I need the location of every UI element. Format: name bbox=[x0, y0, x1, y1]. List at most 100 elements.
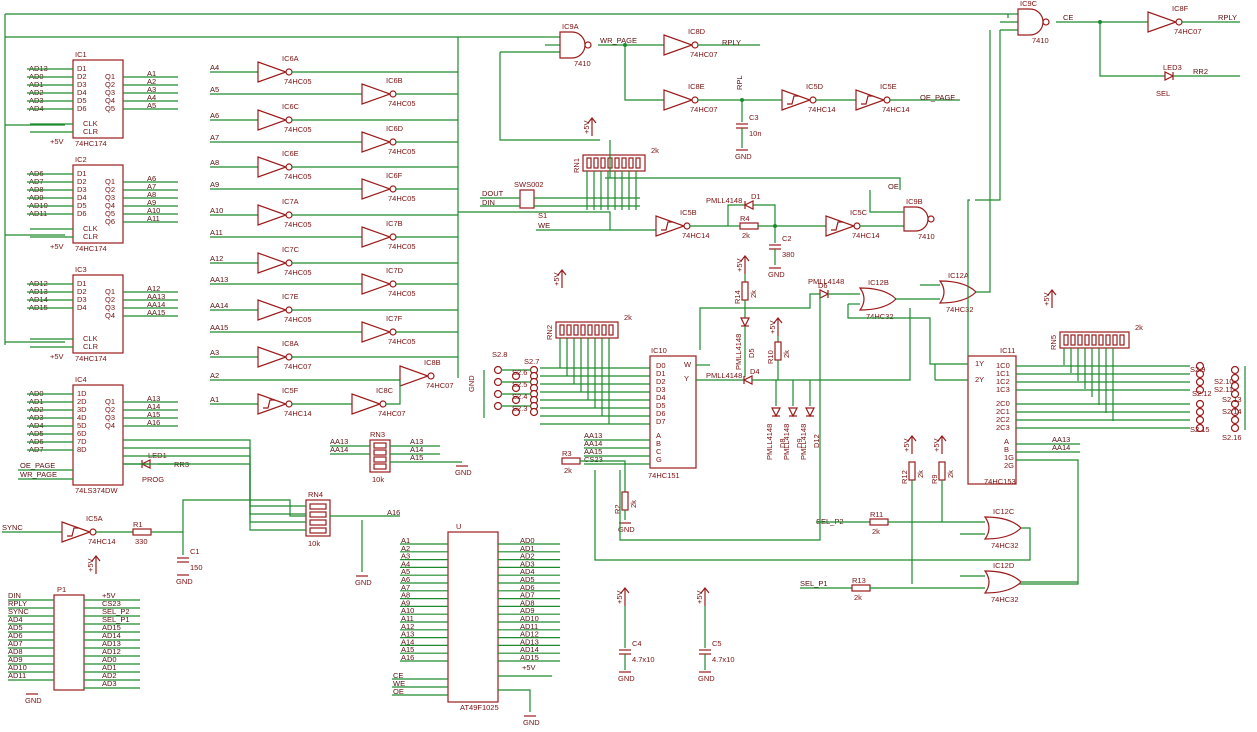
resistor-element bbox=[614, 157, 620, 169]
diode-ref: D4 bbox=[750, 367, 760, 376]
connector-body bbox=[53, 594, 85, 691]
connector-right-net: SEL_P1 bbox=[102, 615, 130, 624]
wr-page-net: WR_PAGE bbox=[20, 470, 57, 479]
resistor-network-value: 2k bbox=[1135, 323, 1143, 332]
resistor-ref: R11 bbox=[870, 510, 883, 519]
resistor-network-body bbox=[1059, 331, 1130, 349]
s2-label: S2.6 bbox=[512, 368, 527, 377]
resistor-body bbox=[938, 461, 946, 481]
dip-switch-contact bbox=[1230, 423, 1240, 433]
rom-data-net: AD3 bbox=[520, 559, 535, 568]
interconnect bbox=[182, 140, 970, 541]
capacitor-ref: C5 bbox=[712, 639, 722, 648]
connector-right-net: AD2 bbox=[102, 671, 117, 680]
pin-name: Q4 bbox=[105, 96, 115, 105]
pin-name: D4 bbox=[77, 303, 87, 312]
pin-name: D2 bbox=[656, 377, 666, 386]
gate-part: 74HC05 bbox=[284, 77, 312, 86]
chip-body bbox=[649, 355, 697, 469]
rom-data-net: AD4 bbox=[520, 567, 535, 576]
pin-name: D3 bbox=[656, 385, 666, 394]
vcc-arrow bbox=[620, 587, 630, 594]
rom-address-net: A9 bbox=[401, 598, 410, 607]
dip-switch-contact bbox=[1230, 399, 1240, 409]
ground-label: GND bbox=[735, 152, 752, 161]
gate-part: 74HC05 bbox=[388, 242, 416, 251]
pin-name: D3 bbox=[77, 80, 87, 89]
vcc-label: +5V bbox=[695, 590, 704, 604]
inverter-bubble bbox=[285, 353, 293, 361]
schmitt-mark bbox=[67, 527, 79, 537]
gate-ref: IC8D bbox=[688, 27, 706, 36]
resistor-element bbox=[587, 324, 593, 336]
inverter-bubble bbox=[285, 211, 293, 219]
capacitor-value: 150 bbox=[190, 563, 203, 572]
pin-name: 1G bbox=[1004, 453, 1014, 462]
diode-part: PMLL4148 bbox=[799, 424, 808, 460]
gate-part: 74HC32 bbox=[991, 595, 1019, 604]
pin-name: D4 bbox=[77, 88, 87, 97]
pin-name: 8D bbox=[77, 445, 87, 454]
gate-ref: IC5B bbox=[680, 208, 697, 217]
ic10-input-net: AA15 bbox=[584, 447, 602, 456]
dip-switch-contact bbox=[511, 407, 521, 417]
inverter-input-net: A11 bbox=[210, 228, 223, 237]
dip-switch-contact bbox=[1195, 399, 1205, 409]
output-net: A8 bbox=[147, 190, 156, 199]
connector-right-net: AD1 bbox=[102, 663, 117, 672]
pin-name: 2G bbox=[1004, 461, 1014, 470]
dip-switch-contact bbox=[1195, 361, 1205, 371]
inverter-input-net: A5 bbox=[210, 85, 219, 94]
output-net: A14 bbox=[147, 402, 160, 411]
diode-part: PMLL4148 bbox=[706, 196, 742, 205]
pin-name: Q3 bbox=[105, 193, 115, 202]
pin-name: 1C2 bbox=[996, 377, 1010, 386]
resistor-body bbox=[132, 528, 152, 536]
pin-name: Q2 bbox=[105, 80, 115, 89]
diode-body bbox=[1164, 71, 1175, 81]
output-net: A7 bbox=[147, 182, 156, 191]
gate-ref: IC6B bbox=[386, 76, 403, 85]
diode-body bbox=[740, 317, 750, 328]
s2-label: S2.4 bbox=[512, 392, 527, 401]
resistor-value: 2k bbox=[749, 290, 758, 298]
wire bbox=[1016, 459, 1079, 585]
gate-part: 74HC14 bbox=[882, 105, 910, 114]
inverter-bubble bbox=[389, 328, 397, 336]
connector-right-net: AD3 bbox=[102, 679, 117, 688]
or-gate-body bbox=[983, 570, 1022, 594]
resistor-element bbox=[593, 157, 599, 169]
diode-part: PMLL4148 bbox=[765, 424, 774, 460]
gate-ref: IC5A bbox=[86, 514, 103, 523]
gate-ref: IC7F bbox=[386, 314, 403, 323]
inverter-bubble bbox=[285, 306, 293, 314]
junction-dot bbox=[623, 43, 627, 47]
connector-left-net: AD6 bbox=[8, 631, 23, 640]
s2-label: S2.5 bbox=[512, 380, 527, 389]
pin-name: Q5 bbox=[105, 209, 115, 218]
resistor-element bbox=[309, 511, 327, 518]
connector-right-net: AD15 bbox=[102, 623, 121, 632]
gate-part: 74HC05 bbox=[284, 125, 312, 134]
inverter-bubble bbox=[1175, 18, 1183, 26]
inverter-body bbox=[351, 393, 382, 415]
gate-ref: IC12B bbox=[868, 278, 889, 287]
pin-name: 5D bbox=[77, 421, 87, 430]
vcc-label: +5V bbox=[735, 258, 744, 272]
gate-ref: IC8A bbox=[282, 339, 299, 348]
switch-ref: SWS002 bbox=[514, 180, 544, 189]
s2-label: S2.15 bbox=[1190, 425, 1210, 434]
vcc-label: +5V bbox=[552, 272, 561, 286]
connector-left-net: AD8 bbox=[8, 647, 23, 656]
diode-ref: D6 bbox=[818, 281, 828, 290]
oe-page-net: OE_PAGE bbox=[920, 93, 955, 102]
connector-left-net: AD10 bbox=[8, 663, 27, 672]
s2-label: S2.12 bbox=[1192, 389, 1212, 398]
resistor-element bbox=[1105, 334, 1111, 346]
rom-data-net: AD2 bbox=[520, 552, 535, 561]
connector-right-net: +5V bbox=[102, 591, 116, 600]
